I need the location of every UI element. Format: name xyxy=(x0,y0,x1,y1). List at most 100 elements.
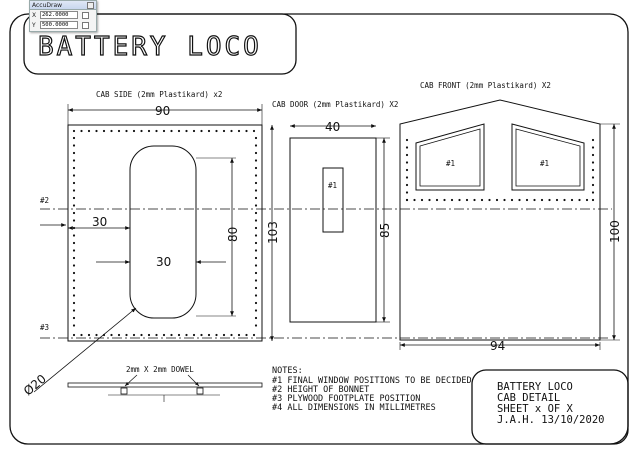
rivet-dot xyxy=(125,129,128,133)
y-coordinate-input[interactable] xyxy=(40,21,78,29)
rivet-dot xyxy=(185,129,188,133)
y-axis-label: Y xyxy=(32,21,36,29)
cab-door-panel[interactable] xyxy=(289,137,377,323)
cab-door-window[interactable] xyxy=(322,167,344,233)
rivet-dot xyxy=(480,198,484,202)
mark-2: #2 xyxy=(40,196,49,205)
rivet-dot xyxy=(125,333,128,337)
rivet-dot xyxy=(110,129,113,133)
rivet-dot xyxy=(132,333,136,337)
rivet-dot xyxy=(518,198,521,202)
rivet-dot xyxy=(72,136,76,140)
rivet-dot xyxy=(207,333,211,337)
rivet-dot xyxy=(102,129,106,133)
rivet-dot xyxy=(72,144,76,147)
dowel-strip xyxy=(67,382,263,388)
rivet-dot xyxy=(215,129,218,133)
rivet-dot xyxy=(510,198,514,202)
rivet-dot xyxy=(591,198,595,202)
rivet-dot xyxy=(254,271,258,275)
rivet-dot xyxy=(254,294,258,297)
rivet-dot xyxy=(72,324,76,327)
rivet-dot xyxy=(170,129,173,133)
rivet-dot xyxy=(72,151,76,155)
cab-front-label: CAB FRONT (2mm Plastikard) X2 xyxy=(420,81,551,90)
rivet-dot xyxy=(215,333,218,337)
note-line: #1 FINAL WINDOW POSITIONS TO BE DECIDED xyxy=(272,376,472,386)
rivet-dot xyxy=(72,234,76,237)
rivet-dot xyxy=(185,333,188,337)
rivet-dot xyxy=(533,198,536,202)
title-block-line: J.A.H. 13/10/2020 xyxy=(497,414,604,426)
rivet-dot xyxy=(72,159,76,162)
rivet-dot xyxy=(465,198,469,202)
rivet-dot xyxy=(254,279,258,282)
rivet-dot xyxy=(254,181,258,185)
rivet-dot xyxy=(591,176,595,179)
rivet-dot xyxy=(132,129,136,133)
dowel-block-right xyxy=(196,387,204,395)
cab-front-window-right[interactable] xyxy=(511,123,585,191)
rivet-dot xyxy=(450,198,454,202)
cab-door-height-dim: 85 xyxy=(378,223,392,238)
note-line: #4 ALL DIMENSIONS IN MILLIMETRES xyxy=(272,403,436,413)
accudraw-titlebar[interactable]: AccuDraw xyxy=(30,1,96,10)
x-coordinate-input[interactable] xyxy=(40,11,78,19)
notes-block: NOTES: #1 FINAL WINDOW POSITIONS TO BE D… xyxy=(272,366,472,413)
sheet-border xyxy=(9,13,629,445)
mark-3: #3 xyxy=(40,323,49,332)
note-line: #3 PLYWOOD FOOTPLATE POSITION xyxy=(272,394,420,404)
cab-side-window[interactable] xyxy=(129,145,197,319)
cab-front-panel[interactable] xyxy=(399,99,601,341)
rivet-dot xyxy=(72,211,76,215)
rivet-dot xyxy=(443,198,446,202)
cab-front-mark-1b: #1 xyxy=(540,159,549,168)
rivet-dot xyxy=(95,129,98,133)
rivet-dot xyxy=(254,204,258,207)
note-line: #2 HEIGHT OF BONNET xyxy=(272,385,369,395)
rivet-dot xyxy=(503,198,506,202)
rivet-dot xyxy=(252,333,256,337)
rivet-dot xyxy=(540,198,544,202)
rivet-dot xyxy=(72,219,76,222)
rivet-dot xyxy=(72,166,76,170)
y-lock-checkbox[interactable] xyxy=(82,21,89,29)
accudraw-panel[interactable]: AccuDraw X Y xyxy=(29,0,97,32)
rivet-dot xyxy=(72,286,76,290)
rivet-dot xyxy=(72,294,76,297)
rivet-dot xyxy=(254,309,258,312)
rivet-dot xyxy=(405,176,409,179)
cab-door-width-dim: 40 xyxy=(325,120,340,134)
rivet-dot xyxy=(555,198,559,202)
rivet-dot xyxy=(72,316,76,320)
rivet-dot xyxy=(245,333,248,337)
rivet-dot xyxy=(110,333,113,337)
rivet-dot xyxy=(254,316,258,320)
cab-front-mark-1a: #1 xyxy=(446,159,455,168)
rivet-dot xyxy=(140,129,143,133)
rivet-dot xyxy=(591,161,595,164)
rivet-dot xyxy=(72,181,76,185)
rivet-dot xyxy=(87,129,91,133)
dim-30-a: 30 xyxy=(92,215,107,229)
rivet-dot xyxy=(413,198,416,202)
dim-30-b: 30 xyxy=(156,255,171,269)
title-block-line: SHEET x OF X xyxy=(497,403,574,415)
title-banner xyxy=(23,13,297,75)
cab-side-panel[interactable] xyxy=(67,124,263,342)
rivet-dot xyxy=(591,153,595,157)
rivet-dot xyxy=(254,151,258,155)
rivet-dot xyxy=(177,333,181,337)
cab-side-width-dim: 90 xyxy=(155,104,170,118)
cab-door-label: CAB DOOR (2mm Plastikard) X2 xyxy=(272,100,398,109)
rivet-dot xyxy=(578,198,581,202)
accudraw-title: AccuDraw xyxy=(32,1,63,9)
rivet-dot xyxy=(72,196,76,200)
rivet-dot xyxy=(563,198,566,202)
x-lock-checkbox[interactable] xyxy=(82,11,89,19)
rivet-dot xyxy=(585,198,589,202)
cab-front-window-right-inner xyxy=(515,128,581,187)
pin-icon[interactable] xyxy=(87,1,94,9)
cab-front-window-left[interactable] xyxy=(415,123,485,191)
